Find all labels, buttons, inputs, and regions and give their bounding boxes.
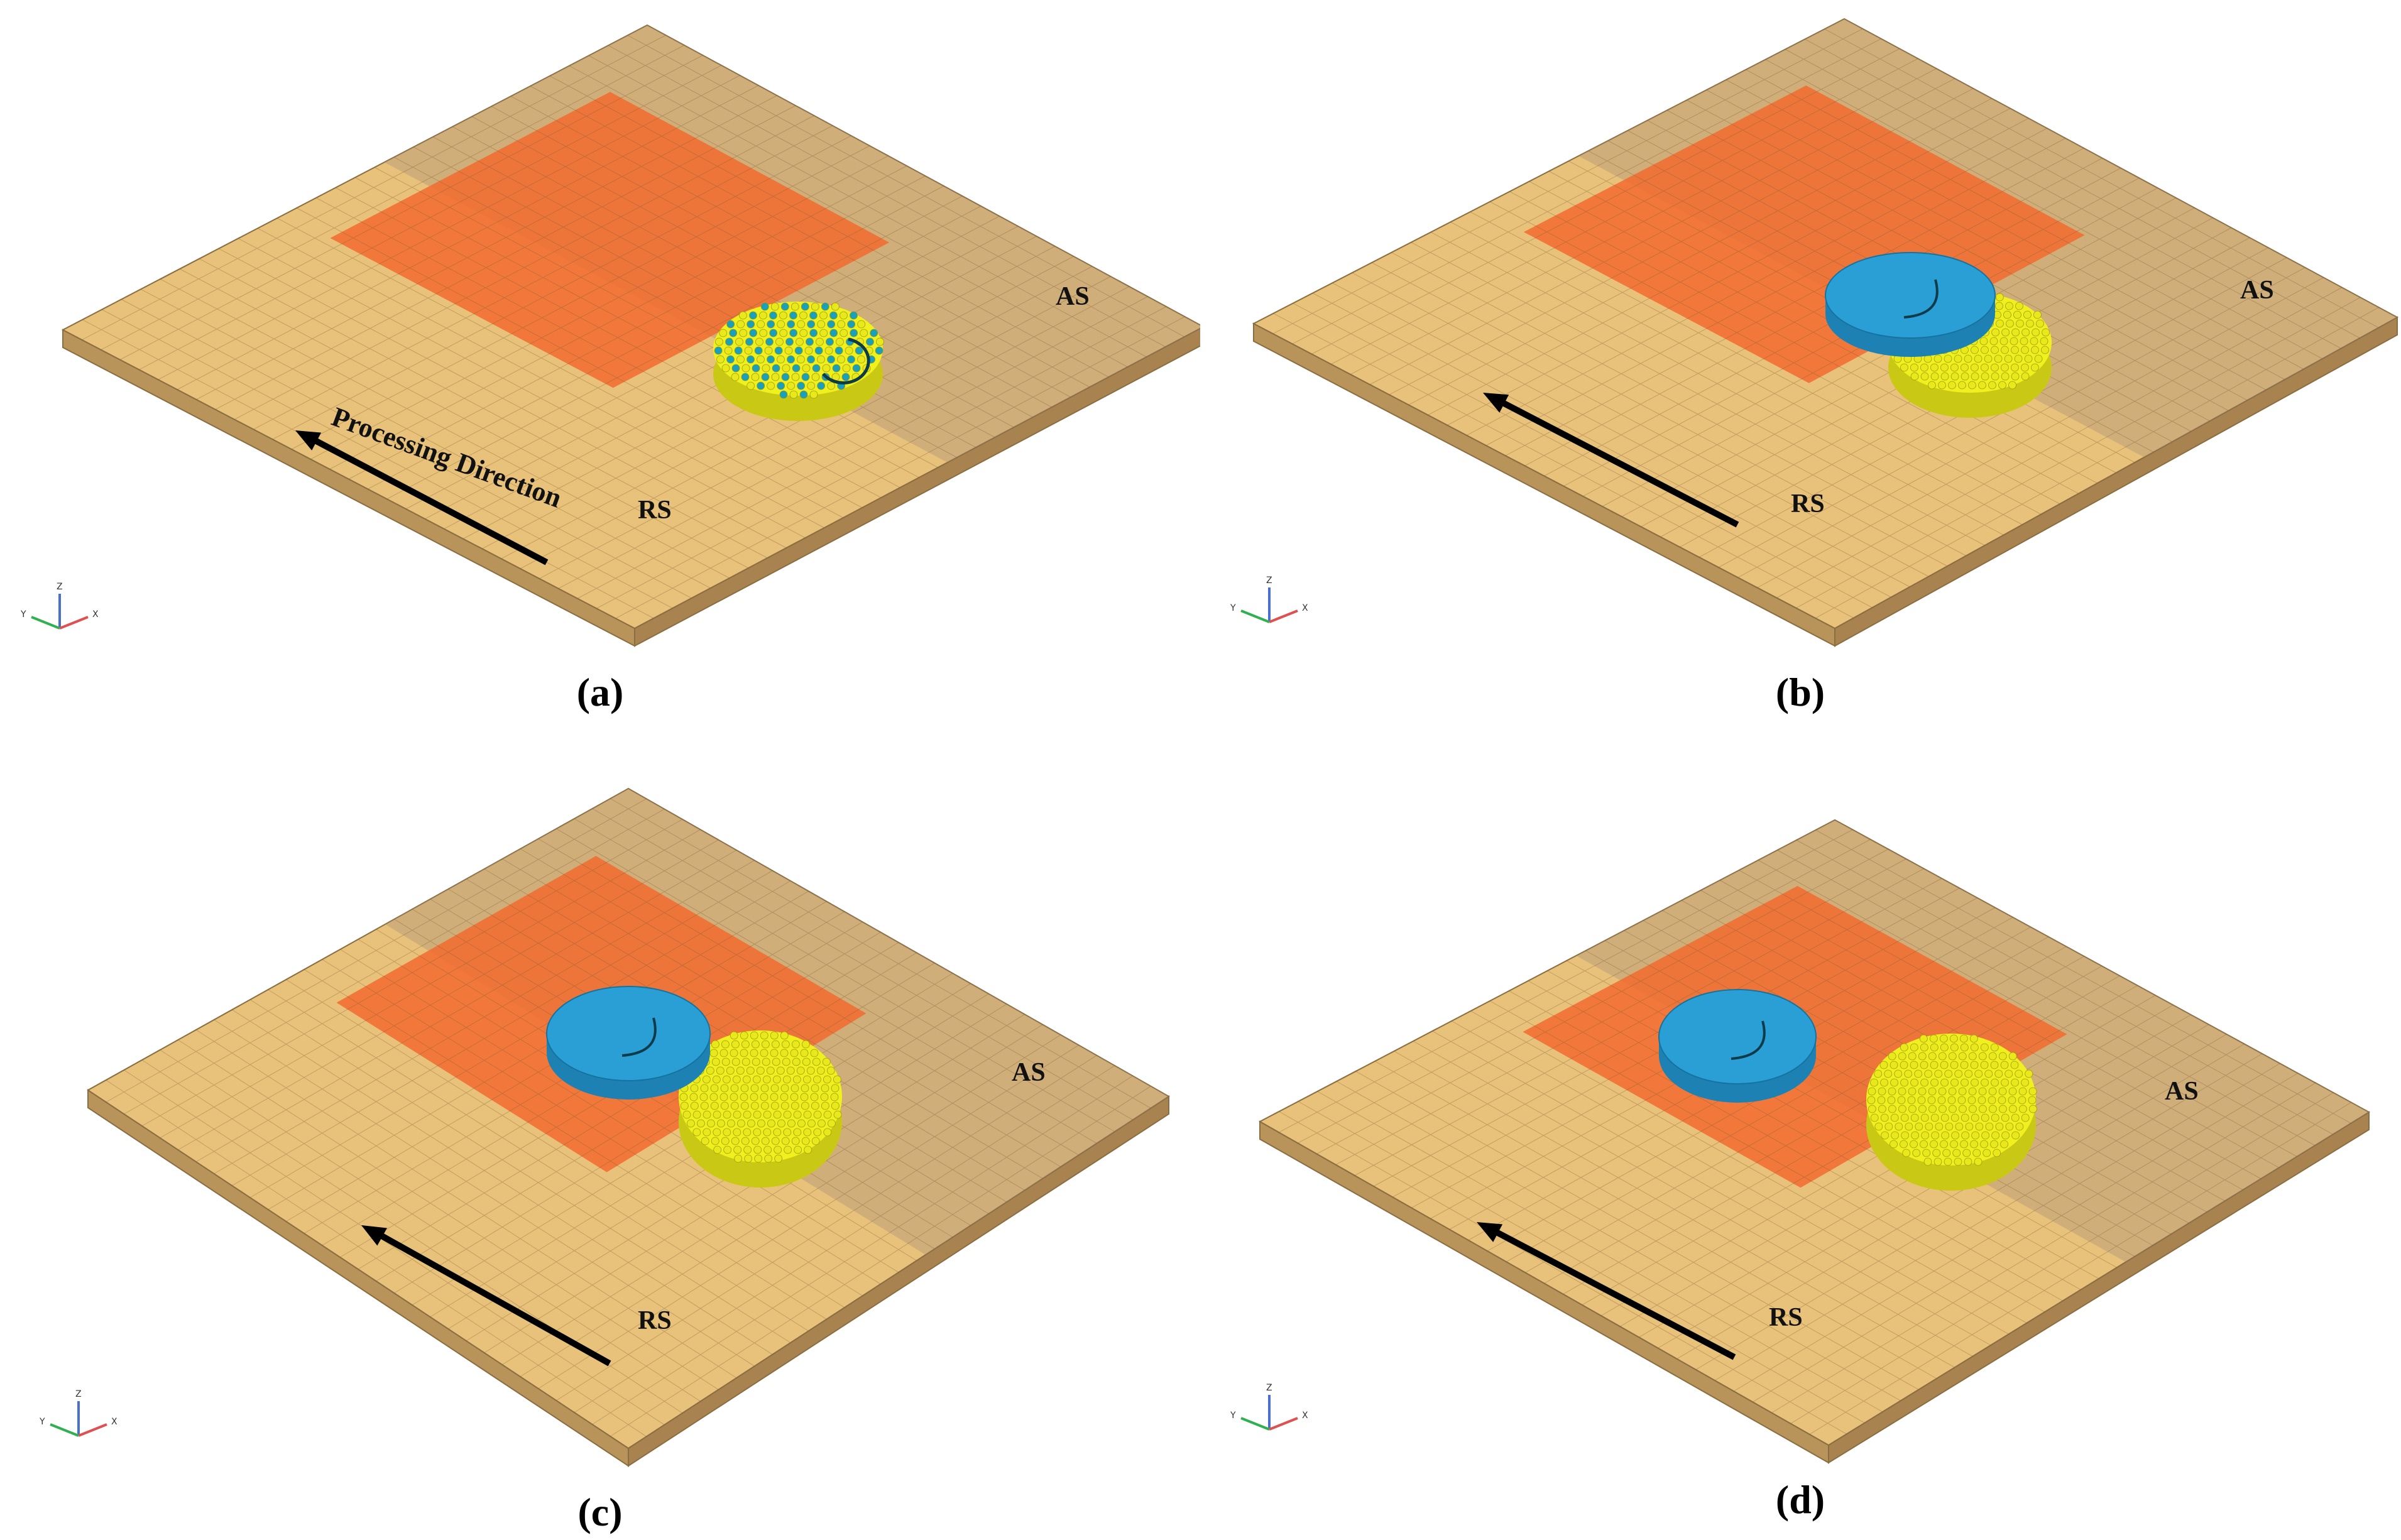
processing-direction-arrow <box>361 1225 611 1367</box>
caption-a: (a) <box>576 670 624 714</box>
x-axis-label: X <box>92 609 99 620</box>
axis-triad: Z X Y <box>39 1389 118 1437</box>
plate-scene <box>1258 819 2370 1464</box>
panel-d-drawing: AS RS Z X Y <box>1230 819 2370 1464</box>
panel-a-drawing: AS RS Processing Direction ZXY <box>20 24 1200 647</box>
plate-scene <box>87 787 1170 1467</box>
as-label: AS <box>2165 1077 2199 1106</box>
axis-triad: Z X Y <box>1230 1383 1308 1431</box>
z-axis-label: Z <box>75 1389 82 1399</box>
rotation-arrow-icon <box>621 1017 657 1057</box>
y-axis-icon <box>1240 609 1270 623</box>
rs-label: RS <box>638 496 672 525</box>
z-axis-label: Z <box>1266 1383 1272 1393</box>
particle-cluster <box>679 1030 842 1188</box>
arrowhead-icon <box>361 1225 387 1246</box>
mesh-grid <box>82 35 1185 619</box>
axis-triad: Z X Y <box>20 582 99 630</box>
as-label: AS <box>1012 1058 1046 1087</box>
y-axis-icon <box>31 616 60 630</box>
mesh-grid <box>1278 829 2351 1435</box>
y-axis-icon <box>50 1423 79 1437</box>
arrowhead-icon <box>1483 393 1509 413</box>
plate-scene <box>61 24 1200 647</box>
y-axis-label: Y <box>1230 1411 1236 1421</box>
tool-shoulder <box>546 986 711 1081</box>
processing-direction-arrow <box>295 430 549 565</box>
y-axis-label: Y <box>1230 603 1236 613</box>
caption-d: (d) <box>1775 1477 1825 1522</box>
arrowhead-icon <box>1477 1222 1503 1242</box>
x-axis-icon <box>59 616 89 630</box>
x-axis-label: X <box>111 1417 118 1427</box>
tool <box>546 986 711 1100</box>
as-label: AS <box>1056 282 1090 311</box>
particle-cluster <box>1866 1034 2037 1191</box>
tool <box>1658 989 1817 1103</box>
rotation-arrow-icon <box>1731 1020 1766 1060</box>
rotation-arrow-icon <box>822 337 870 385</box>
processing-direction-arrow <box>1477 1222 1736 1360</box>
x-axis-icon <box>78 1423 107 1437</box>
tool-shoulder <box>1658 989 1817 1084</box>
tool-shoulder <box>1825 252 1996 339</box>
x-axis-icon <box>1269 609 1298 623</box>
x-axis-label: X <box>1302 603 1308 613</box>
y-axis-label: Y <box>39 1417 45 1427</box>
z-axis-label: Z <box>1266 576 1272 586</box>
y-axis-label: Y <box>20 609 26 620</box>
panel-c-drawing: AS RS Z X Y <box>39 787 1170 1467</box>
rs-label: RS <box>1769 1303 1803 1332</box>
x-axis-label: X <box>1302 1411 1308 1421</box>
tool <box>1825 252 1996 357</box>
panel-b: AS RS Z X Y (b) <box>1200 0 2400 770</box>
rotation-arrow-icon <box>1903 279 1939 319</box>
plate-scene <box>1252 18 2399 647</box>
arrowhead-icon <box>295 430 322 451</box>
rs-label: RS <box>638 1306 672 1335</box>
caption-c: (c) <box>577 1490 623 1534</box>
rs-label: RS <box>1791 489 1825 518</box>
as-label: AS <box>2240 276 2274 305</box>
particle-cluster <box>713 302 884 421</box>
z-axis-label: Z <box>57 582 63 592</box>
x-axis-icon <box>1269 1417 1298 1431</box>
processing-direction-arrow <box>1483 393 1739 528</box>
mesh-grid <box>106 798 1151 1437</box>
panel-c: AS RS Z X Y (c) <box>0 770 1200 1539</box>
y-axis-icon <box>1240 1417 1270 1431</box>
panel-b-drawing: AS RS Z X Y <box>1230 18 2399 647</box>
caption-b: (b) <box>1775 670 1825 714</box>
axis-triad: Z X Y <box>1230 576 1308 623</box>
panel-d: AS RS Z X Y (d) <box>1200 770 2400 1539</box>
